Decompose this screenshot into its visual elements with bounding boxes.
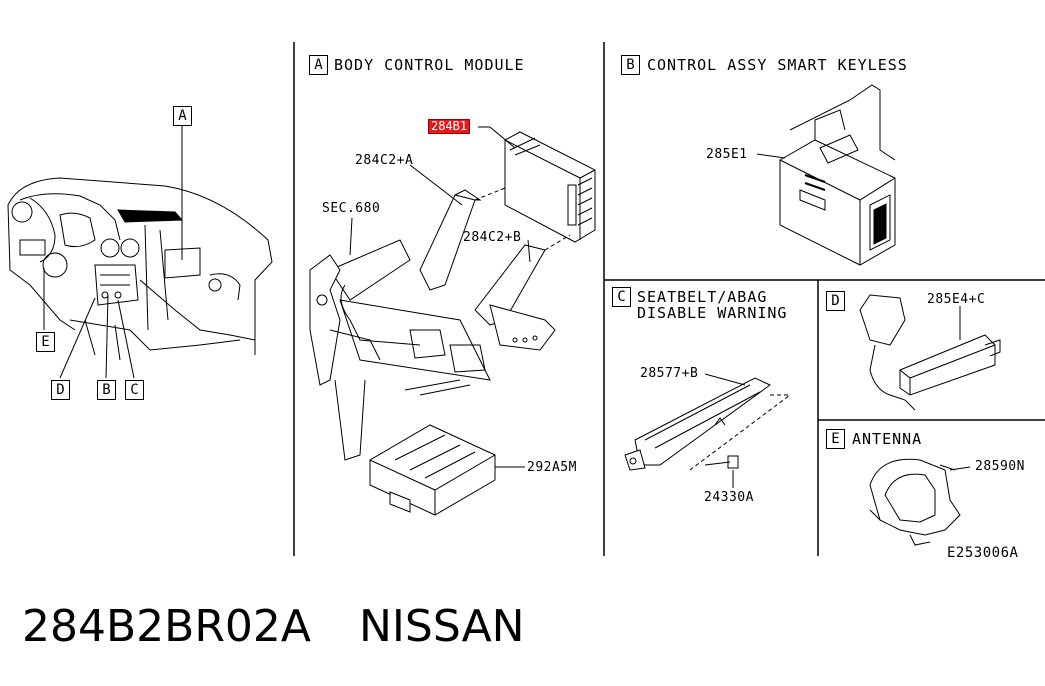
callout-b[interactable]: B [97, 380, 116, 400]
callout-a[interactable]: A [173, 106, 192, 126]
part-label-bracket-a[interactable]: 284C2+A [355, 153, 414, 168]
seatbelt-warning-illustration [624, 373, 791, 488]
smart-keyless-illustration [756, 84, 896, 266]
dashboard-overview-icon [7, 125, 273, 379]
section-a-letter: A [309, 55, 328, 75]
part-number: 284B2BR02A [22, 601, 312, 652]
section-d-letter: D [826, 291, 845, 311]
section-a-title: BODY CONTROL MODULE [334, 56, 525, 74]
part-label-bolt[interactable]: 24330A [704, 490, 754, 505]
part-label-keyless[interactable]: 285E1 [706, 147, 748, 162]
section-b-letter: B [621, 55, 640, 75]
antenna-e-illustration [869, 458, 971, 546]
part-label-292[interactable]: 292A5M [527, 460, 577, 475]
callout-e[interactable]: E [36, 332, 55, 352]
part-label-highlighted[interactable]: 284B1 [428, 119, 471, 134]
callout-d[interactable]: D [51, 380, 70, 400]
section-e-letter: E [826, 429, 845, 449]
callout-c[interactable]: C [125, 380, 144, 400]
section-e-title: ANTENNA [852, 430, 923, 448]
diagram-code: E253006A [947, 545, 1019, 561]
section-c-title-line1: SEATBELT/ABAG [637, 288, 768, 306]
bcm-illustration [309, 126, 596, 516]
part-label-bracket-b[interactable]: 284C2+B [463, 230, 522, 245]
section-b-title: CONTROL ASSY SMART KEYLESS [647, 56, 908, 74]
part-label-antenna-d[interactable]: 285E4+C [927, 292, 986, 307]
part-label-seatbelt[interactable]: 28577+B [640, 366, 699, 381]
brand-name: NISSAN [359, 601, 525, 652]
part-label-sec[interactable]: SEC.680 [322, 201, 381, 216]
footer-caption: 284B2BR02A NISSAN [22, 600, 525, 654]
section-c-title-line2: DISABLE WARNING [637, 304, 788, 322]
section-c-letter: C [612, 287, 631, 307]
part-label-antenna-e[interactable]: 28590N [975, 459, 1025, 474]
antenna-d-illustration [859, 294, 1001, 411]
